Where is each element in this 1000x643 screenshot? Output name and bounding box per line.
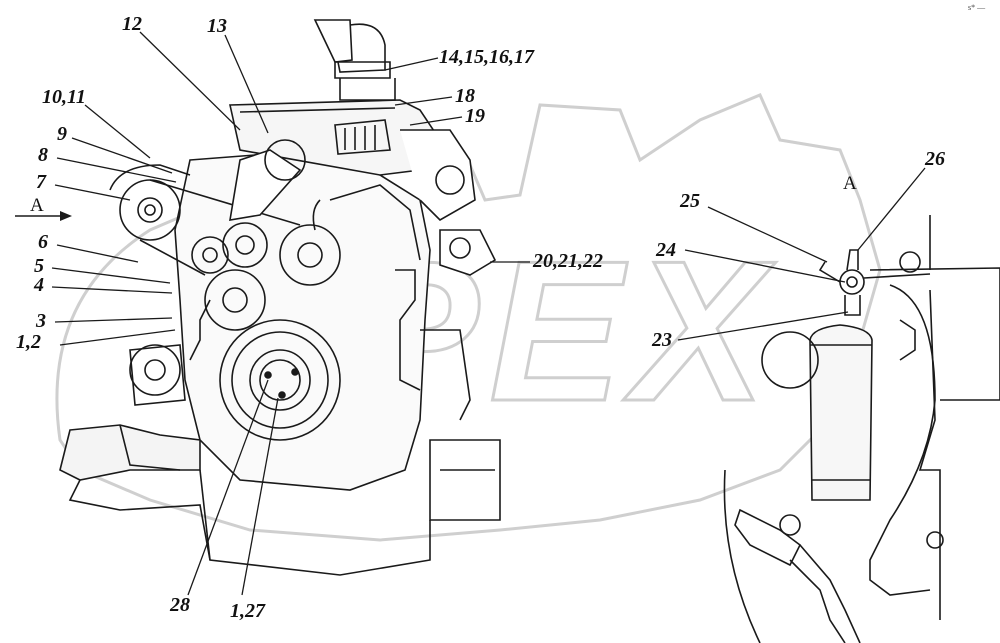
corner-mark: s* — — [968, 3, 986, 12]
view-a-detail — [723, 215, 1000, 643]
callout-1-27: 1,27 — [230, 600, 265, 622]
callout-5: 5 — [34, 255, 44, 277]
callout-20-21-22: 20,21,22 — [533, 250, 603, 272]
callout-1-2: 1,2 — [16, 331, 41, 353]
engine-assembly — [59, 19, 501, 576]
callout-25: 25 — [680, 190, 700, 212]
callout-4: 4 — [34, 274, 44, 296]
leader-lines — [51, 31, 926, 596]
callout-7: 7 — [36, 171, 46, 193]
view-title: A — [843, 173, 857, 194]
callout-23: 23 — [652, 329, 672, 351]
callout-19: 19 — [465, 105, 485, 127]
view-a-arrow — [15, 211, 72, 221]
view-marker-left: A — [30, 195, 44, 216]
callout-14-15-16-17: 14,15,16,17 — [439, 46, 534, 68]
callout-18: 18 — [455, 85, 475, 107]
callout-26: 26 — [925, 148, 945, 170]
callout-28: 28 — [170, 594, 190, 616]
callout-6: 6 — [38, 231, 48, 253]
callout-24: 24 — [656, 239, 676, 261]
callout-8: 8 — [38, 144, 48, 166]
callout-3: 3 — [36, 310, 46, 332]
callout-10-11: 10,11 — [42, 86, 86, 108]
callout-13: 13 — [207, 15, 227, 37]
callout-9: 9 — [57, 123, 67, 145]
callout-12: 12 — [122, 13, 142, 35]
